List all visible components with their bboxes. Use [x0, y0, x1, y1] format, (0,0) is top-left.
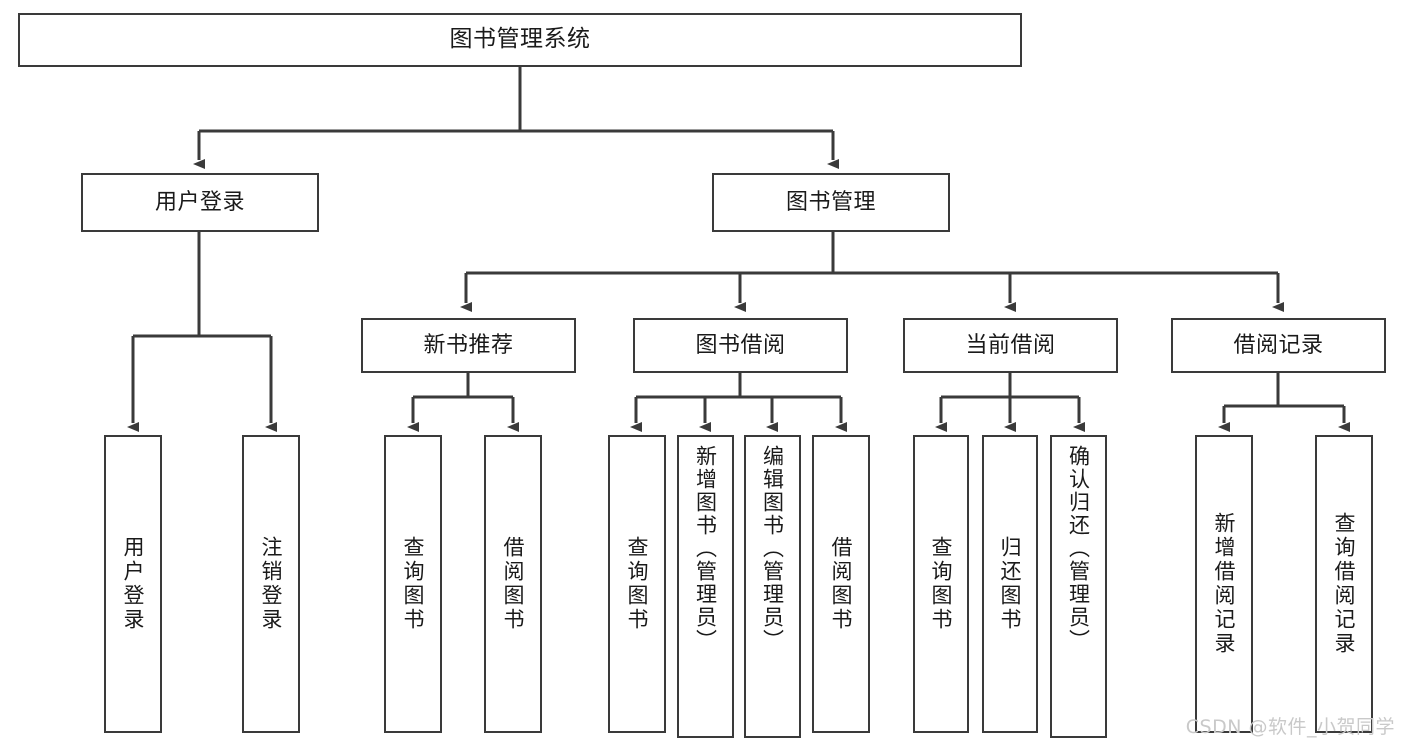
node-label: 查询图书 [401, 536, 426, 632]
node-label: 归还图书 [998, 536, 1023, 632]
node-leaf-user-login[interactable]: 用户登录 [104, 435, 162, 733]
node-user-login[interactable]: 用户登录 [81, 173, 319, 232]
node-leaf-borrow-book-recommend[interactable]: 借阅图书 [484, 435, 542, 733]
node-label: 确认归还（管理员） [1066, 445, 1091, 652]
node-label: 用户登录 [154, 189, 245, 215]
node-label: 新书推荐 [423, 332, 514, 358]
node-leaf-query-book-borrow[interactable]: 查询图书 [608, 435, 666, 733]
node-new-book-recommend[interactable]: 新书推荐 [361, 318, 576, 373]
node-label: 查询借阅记录 [1332, 512, 1357, 656]
node-label: 借阅记录 [1233, 332, 1324, 358]
node-leaf-query-borrow-record[interactable]: 查询借阅记录 [1315, 435, 1373, 733]
node-book-borrow[interactable]: 图书借阅 [633, 318, 848, 373]
node-leaf-add-borrow-record[interactable]: 新增借阅记录 [1195, 435, 1253, 733]
node-label: 新增图书（管理员） [693, 445, 718, 652]
node-label: 图书管理系统 [449, 26, 591, 53]
node-label: 注销登录 [259, 536, 284, 632]
node-label: 查询图书 [625, 536, 650, 632]
node-label: 图书管理 [785, 189, 876, 215]
node-label: 当前借阅 [965, 332, 1056, 358]
node-borrow-record[interactable]: 借阅记录 [1171, 318, 1386, 373]
node-label: 查询图书 [929, 536, 954, 632]
csdn-watermark: CSDN @软件_小贺同学 [1185, 716, 1395, 738]
node-leaf-edit-book-admin[interactable]: 编辑图书（管理员） [744, 435, 801, 738]
node-label: 用户登录 [121, 536, 146, 632]
node-leaf-logout[interactable]: 注销登录 [242, 435, 300, 733]
node-label: 编辑图书（管理员） [760, 445, 785, 652]
node-leaf-return-book[interactable]: 归还图书 [982, 435, 1038, 733]
node-label: 借阅图书 [829, 536, 854, 632]
node-leaf-query-book-recommend[interactable]: 查询图书 [384, 435, 442, 733]
node-label: 新增借阅记录 [1212, 512, 1237, 656]
node-label: 借阅图书 [501, 536, 526, 632]
node-leaf-borrow-book[interactable]: 借阅图书 [812, 435, 870, 733]
node-leaf-confirm-return-admin[interactable]: 确认归还（管理员） [1050, 435, 1107, 738]
node-leaf-query-book-current[interactable]: 查询图书 [913, 435, 969, 733]
node-current-borrow[interactable]: 当前借阅 [903, 318, 1118, 373]
node-book-management[interactable]: 图书管理 [712, 173, 950, 232]
node-root-book-management-system[interactable]: 图书管理系统 [18, 13, 1022, 67]
node-label: 图书借阅 [695, 332, 786, 358]
node-leaf-add-book-admin[interactable]: 新增图书（管理员） [677, 435, 734, 738]
